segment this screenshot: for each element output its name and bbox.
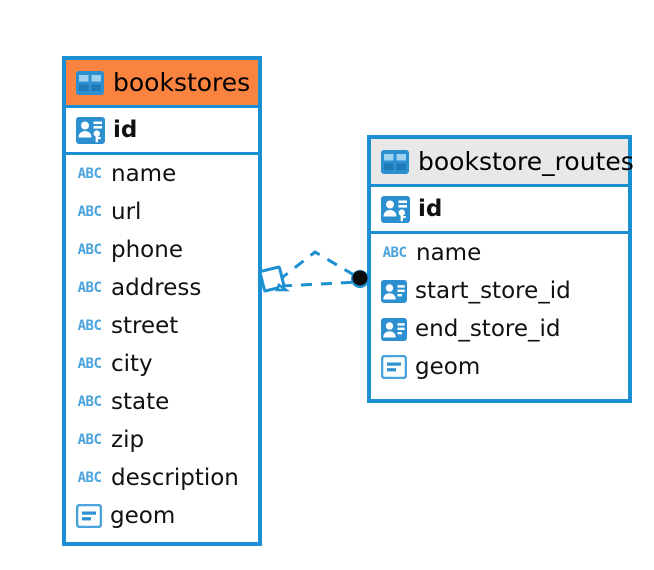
abc-glyph: ABC xyxy=(77,318,102,334)
abc-text-icon: ABC xyxy=(76,394,103,410)
geometry-icon xyxy=(381,355,407,379)
abc-text-icon: ABC xyxy=(76,470,103,486)
primary-key-icon xyxy=(381,195,410,224)
foreign-key-icon xyxy=(381,279,407,303)
attribute-label: start_store_id xyxy=(415,277,571,304)
attribute-label: id xyxy=(113,116,138,143)
attribute-row-street[interactable]: ABC street xyxy=(66,307,258,345)
attribute-row-state[interactable]: ABC state xyxy=(66,383,258,421)
abc-text-icon: ABC xyxy=(76,318,103,334)
attribute-row-name[interactable]: ABC name xyxy=(371,234,628,272)
attribute-row-id[interactable]: id xyxy=(66,108,258,155)
attribute-row-start-store-id[interactable]: start_store_id xyxy=(371,272,628,310)
abc-text-icon: ABC xyxy=(76,166,103,182)
attribute-row-end-store-id[interactable]: end_store_id xyxy=(371,310,628,348)
attribute-label: description xyxy=(111,464,239,491)
attribute-label: city xyxy=(111,350,153,377)
attribute-label: zip xyxy=(111,426,145,453)
attribute-label: address xyxy=(111,274,202,301)
attribute-label: state xyxy=(111,388,170,415)
abc-text-icon: ABC xyxy=(76,204,103,220)
entity-header-bookstore-routes[interactable]: bookstore_routes xyxy=(371,139,634,187)
attribute-label: geom xyxy=(415,353,481,380)
attribute-row-city[interactable]: ABC city xyxy=(66,345,258,383)
entity-bookstore-routes[interactable]: bookstore_routes id ABC name xyxy=(367,135,634,403)
attribute-row-geom[interactable]: geom xyxy=(66,497,258,535)
abc-glyph: ABC xyxy=(77,470,102,486)
geometry-icon xyxy=(76,504,102,528)
attribute-label: url xyxy=(111,198,142,225)
abc-text-icon: ABC xyxy=(76,280,103,296)
abc-glyph: ABC xyxy=(77,242,102,258)
abc-glyph: ABC xyxy=(77,166,102,182)
attribute-row-name[interactable]: ABC name xyxy=(66,155,258,193)
entity-title: bookstores xyxy=(113,68,251,97)
attribute-label: name xyxy=(111,160,177,187)
attribute-row-description[interactable]: ABC description xyxy=(66,459,258,497)
attribute-label: geom xyxy=(110,502,176,529)
foreign-key-icon xyxy=(381,317,407,341)
attribute-label: street xyxy=(111,312,179,339)
abc-text-icon: ABC xyxy=(76,432,103,448)
entity-title: bookstore_routes xyxy=(418,147,634,176)
entity-bookstores[interactable]: bookstores id ABC name xyxy=(62,56,262,546)
abc-text-icon: ABC xyxy=(381,245,408,261)
abc-glyph: ABC xyxy=(77,204,102,220)
attribute-row-address[interactable]: ABC address xyxy=(66,269,258,307)
attribute-row-id[interactable]: id xyxy=(371,187,628,234)
abc-glyph: ABC xyxy=(77,394,102,410)
diamond-marker xyxy=(258,265,291,293)
primary-key-icon xyxy=(76,116,105,145)
attribute-label: name xyxy=(416,239,482,266)
abc-glyph: ABC xyxy=(77,432,102,448)
table-icon xyxy=(381,149,409,174)
abc-glyph: ABC xyxy=(77,280,102,296)
circle-marker xyxy=(351,270,369,288)
relationship-connector[interactable] xyxy=(255,238,385,320)
entity-header-bookstores[interactable]: bookstores xyxy=(66,60,258,108)
abc-text-icon: ABC xyxy=(76,242,103,258)
abc-glyph: ABC xyxy=(382,245,407,261)
attribute-label: id xyxy=(418,195,443,222)
abc-glyph: ABC xyxy=(77,356,102,372)
attribute-row-zip[interactable]: ABC zip xyxy=(66,421,258,459)
attribute-row-geom[interactable]: geom xyxy=(371,348,628,386)
attribute-row-phone[interactable]: ABC phone xyxy=(66,231,258,269)
attribute-label: end_store_id xyxy=(415,315,561,342)
relationship-line-lower xyxy=(280,280,360,288)
relationship-line-upper xyxy=(278,250,360,282)
attribute-label: phone xyxy=(111,236,183,263)
table-icon xyxy=(76,70,104,95)
attribute-row-url[interactable]: ABC url xyxy=(66,193,258,231)
abc-text-icon: ABC xyxy=(76,356,103,372)
